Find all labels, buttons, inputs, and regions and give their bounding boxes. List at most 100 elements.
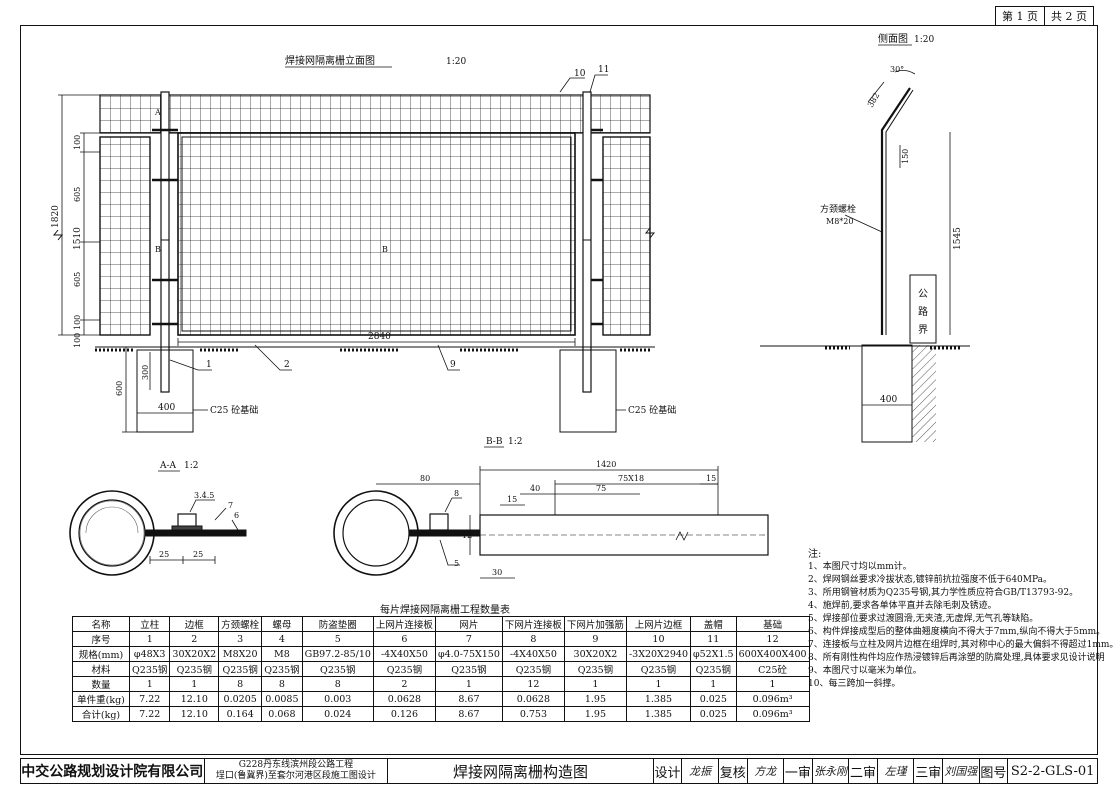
dim-seg5: 100 [73,333,82,348]
side-found-width: 400 [880,395,897,405]
qty-cell: 1.385 [625,706,691,722]
label-drawing-no: 图号 [980,759,1009,783]
qty-cell: 12.10 [169,706,220,722]
qty-cell: 1 [128,631,171,647]
side-title: 侧面图 [878,32,908,45]
qty-cell: 0.096m³ [735,691,810,707]
qty-cell: Q235钢 [169,661,220,677]
side-bolt-spec: M8*20 [826,217,853,226]
qty-cell: 0.126 [372,706,436,722]
qty-cell: Q235钢 [434,661,503,677]
company-name: 中交公路规划设计院有限公司 [21,759,205,783]
title-block: 中交公路规划设计院有限公司 G228丹东线滨州段公路工程 埕口(鲁冀界)至套尔河… [20,758,1098,784]
note-item: 6、构件焊接成型后的整体曲翘度横向不得大于7mm,纵向不得大于5mm。 [808,627,1106,637]
qty-cell: φ52X1.5 [689,646,737,662]
bb-dim-1420: 1420 [596,460,616,469]
qty-cell: -4X40X50 [501,646,565,662]
qty-cell: Q235钢 [301,661,374,677]
boundary-marker [909,274,937,344]
qty-cell: 30X20X2 [169,646,220,662]
qty-cell: 0.025 [689,706,737,722]
aa-title: A-A [159,461,177,471]
notes-heading: 注: [808,549,822,560]
qty-row-header: 单件重(kg) [72,691,130,707]
qty-cell: 0.003 [301,691,374,707]
bb-dim-15a: 15 [706,474,716,483]
label-review: 复核 [719,759,748,783]
qty-cell: 8.67 [434,706,503,722]
bb-scale: 1:2 [508,437,522,447]
qty-cell: 0.0628 [372,691,436,707]
side-bend: 150 [901,149,910,164]
qty-row-header: 名称 [72,616,130,632]
dim-seg4: 100 [73,315,82,330]
qty-cell: 9 [563,631,627,647]
project-line-1: G228丹东线滨州段公路工程 [238,760,354,770]
qty-cell: 1 [625,676,691,692]
foundation-label-right: C25 砼基础 [628,404,676,416]
qty-row-header: 序号 [72,631,130,647]
project-line-2: 埕口(鲁冀界)至套尔河港区段施工图设计 [215,771,376,781]
qty-cell: Q235钢 [218,661,263,677]
callout-10: 10 [574,69,586,79]
side-bolt-label: 方颈螺栓 [820,203,856,215]
qty-cell: 盖帽 [689,616,737,632]
note-item: 1、本图尺寸均以mm计。 [808,562,912,572]
side-top-len: 382 [866,91,881,109]
qty-cell: -3X20X2940 [625,646,691,662]
qty-cell: Q235钢 [689,661,737,677]
signature-audit2: 左瑾 [878,759,915,783]
qty-row-header: 材料 [72,661,130,677]
qty-cell: 5 [301,631,374,647]
qty-cell: Q235钢 [625,661,691,677]
dim-seg1: 100 [73,135,82,150]
section-mark-b: B [155,245,161,254]
qty-cell: 12 [735,631,810,647]
section-mark-b2: B [382,245,388,254]
qty-cell: 1 [169,676,220,692]
note-item: 4、施焊前,要求各单体平直并去除毛刺及锈迹。 [808,601,997,611]
label-audit1: 一审 [784,759,813,783]
section-bb: B-B 1:2 80 1420 75X18 15 40 75 [333,437,769,579]
qty-cell: 上网片连接板 [372,616,436,632]
callout-9: 9 [450,360,456,370]
qty-cell: 立柱 [128,616,171,632]
qty-cell: 8 [261,676,303,692]
qty-cell: 0.0628 [501,691,565,707]
qty-cell: 螺母 [261,616,303,632]
label-audit3: 三审 [914,759,944,783]
label-audit2: 二审 [849,759,878,783]
aa-tube-inner [78,499,146,567]
qty-cell: 0.096m³ [735,706,810,722]
qty-table-title: 每片焊接网隔离栅工程数量表 [380,605,510,616]
callout-1: 1 [206,360,212,370]
note-item: 3、所用钢管材质为Q235号钢,其力学性质应符合GB/T13793-92。 [808,588,1079,598]
qty-row: 名称立柱边框方颈螺栓螺母防盗垫圈上网片连接板网片下网片连接板下网片加强筋上网片边… [72,616,810,632]
qty-cell: 0.0085 [261,691,303,707]
signature-audit1: 张永刚 [813,759,850,783]
elevation-scale: 1:20 [446,57,466,67]
qty-cell: 0.164 [218,706,263,722]
qty-cell: 1 [128,676,171,692]
drawing-frame [20,25,1098,755]
section-mark-a: A [154,108,161,117]
note-item: 7、连接板与立柱及网片边框在组焊时,其对称中心的最大偏斜不得超过1mm。 [808,640,1113,650]
qty-cell: 0.024 [301,706,374,722]
qty-cell: 下网片连接板 [501,616,565,632]
note-item: 8、所有刚性构件均应作热浸镀锌后再涂塑的防腐处理,具体要求见设计说明 [808,653,1105,663]
elevation-view: 焊接网隔离栅立面图 1:20 [51,54,676,433]
right-panel [602,136,651,336]
callout-2: 2 [284,360,290,370]
foundation-label-left: C25 砼基础 [210,404,258,416]
upper-mesh [99,94,651,134]
marker-char-3: 界 [918,324,928,336]
elevation-title: 焊接网隔离栅立面图 [285,54,375,67]
project-name: G228丹东线滨州段公路工程 埕口(鲁冀界)至套尔河港区段施工图设计 [205,759,389,783]
qty-cell: 1.95 [563,691,627,707]
qty-cell: 7 [434,631,503,647]
qty-cell: 3 [218,631,263,647]
